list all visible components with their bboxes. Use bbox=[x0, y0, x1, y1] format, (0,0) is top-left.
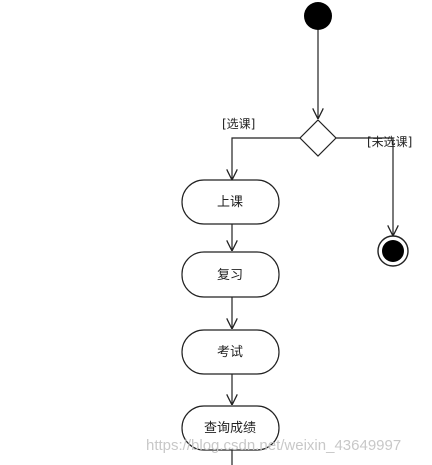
activity-node-2 bbox=[181, 251, 280, 298]
guard-left-label: [选课] bbox=[222, 117, 255, 131]
activity-node-3 bbox=[181, 329, 280, 375]
final-node bbox=[377, 235, 409, 267]
flow-decision-right bbox=[336, 137, 393, 236]
activity-label-4: 查询成绩 bbox=[204, 421, 256, 436]
watermark-text: https://blog.csdn.net/weixin_43649997 bbox=[146, 437, 401, 454]
activity-node-1 bbox=[181, 179, 280, 225]
flow-decision-left bbox=[232, 137, 300, 180]
activity-node-4 bbox=[181, 405, 280, 451]
activity-label-2: 复习 bbox=[217, 268, 243, 283]
activity-label-1: 上课 bbox=[217, 195, 243, 210]
initial-node bbox=[304, 2, 332, 30]
guard-right-label: [未选课] bbox=[367, 135, 412, 149]
decision-node bbox=[299, 119, 337, 157]
activity-label-3: 考试 bbox=[217, 345, 243, 360]
